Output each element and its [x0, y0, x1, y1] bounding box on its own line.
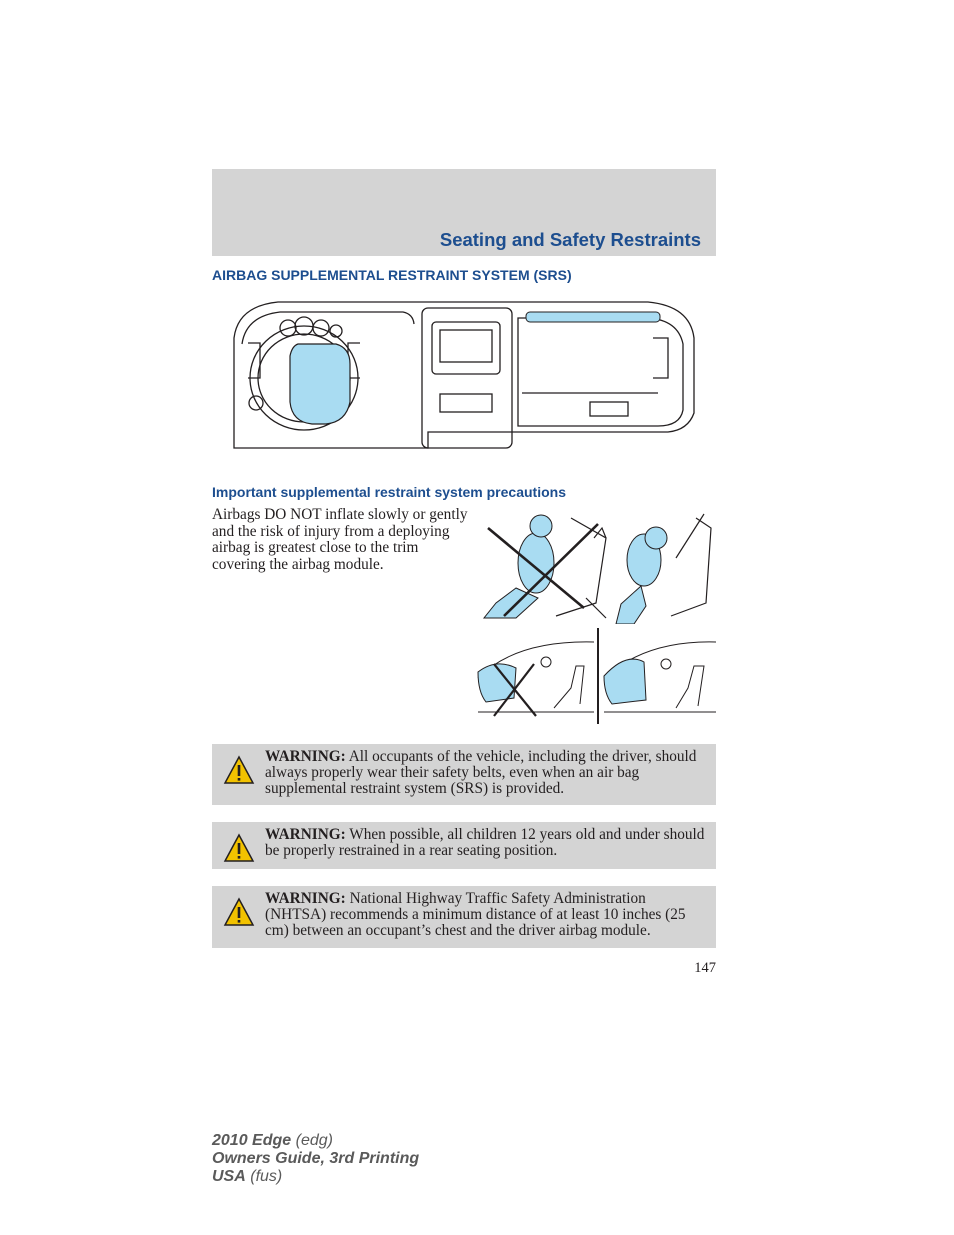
- occupant-position-illustration: [482, 513, 712, 624]
- srs-heading: AIRBAG SUPPLEMENTAL RESTRAINT SYSTEM (SR…: [212, 267, 572, 283]
- footer-market: USA: [212, 1168, 246, 1185]
- warning-label: WARNING:: [265, 826, 346, 843]
- warning-box-child-seating: WARNING: When possible, all children 12 …: [212, 822, 716, 869]
- warning-text: When possible, all children 12 years old…: [265, 826, 705, 860]
- section-header-band: Seating and Safety Restraints: [212, 169, 716, 256]
- child-seat-illustration: [477, 628, 716, 724]
- warning-box-seat-belts: WARNING: All occupants of the vehicle, i…: [212, 744, 716, 805]
- warning-triangle-icon: [223, 897, 255, 926]
- warning-text: All occupants of the vehicle, including …: [265, 748, 697, 798]
- airbag-intro-paragraph: Airbags DO NOT inflate slowly or gently …: [212, 506, 468, 573]
- warning-triangle-icon: [223, 833, 255, 862]
- warning-text: National Highway Traffic Safety Administ…: [265, 890, 686, 940]
- footer-model: 2010 Edge: [212, 1132, 292, 1149]
- warning-triangle-icon: [223, 755, 255, 784]
- page-number: 147: [694, 960, 716, 976]
- warning-box-nhtsa-distance: WARNING: National Highway Traffic Safety…: [212, 886, 716, 948]
- footer-market-code: (fus): [250, 1168, 283, 1185]
- dashboard-airbag-illustration: [233, 301, 695, 449]
- footer-edition-info: 2010 Edge (edg) Owners Guide, 3rd Printi…: [212, 1132, 419, 1186]
- warning-label: WARNING:: [265, 748, 346, 765]
- footer-printing: Owners Guide, 3rd Printing: [212, 1150, 420, 1167]
- section-title: Seating and Safety Restraints: [439, 229, 701, 250]
- warning-label: WARNING:: [265, 890, 346, 907]
- precautions-heading: Important supplemental restraint system …: [212, 484, 566, 500]
- footer-model-code: (edg): [295, 1132, 333, 1149]
